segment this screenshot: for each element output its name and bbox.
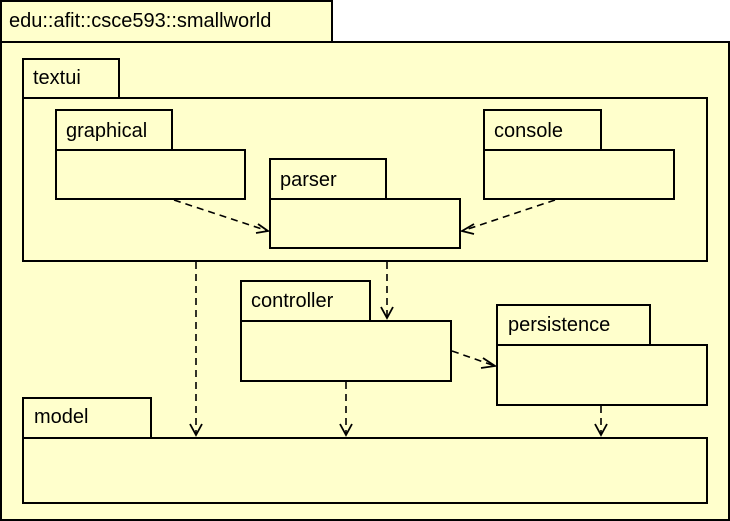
controller-package-body	[240, 320, 452, 382]
model-package-body	[22, 437, 708, 504]
arrow-graphical-to-parser	[173, 199, 271, 234]
textui-package-tab	[22, 58, 120, 99]
console-package-body	[483, 149, 675, 200]
graphical-package-label: graphical	[66, 120, 148, 142]
model-package-tab	[22, 397, 152, 439]
console-package-label: console	[494, 120, 563, 142]
arrow-textui-to-controller	[380, 262, 394, 320]
parser-package-label: parser	[280, 169, 337, 191]
arrow-textui-to-model	[189, 262, 203, 437]
arrow-console-to-parser	[459, 199, 556, 235]
persistence-package-tab	[496, 304, 651, 346]
textui-package-label: textui	[33, 67, 81, 89]
persistence-package-label: persistence	[508, 314, 611, 336]
arrow-persistence-to-model	[594, 406, 608, 437]
model-package-label: model	[34, 406, 89, 428]
parser-package-body	[269, 198, 461, 249]
graphical-package-body	[55, 149, 246, 200]
root-package-label: edu::afit::csce593::smallworld	[9, 10, 272, 32]
arrow-controller-to-model	[339, 382, 353, 437]
controller-package-label: controller	[251, 290, 334, 312]
arrow-controller-to-persistence	[451, 350, 498, 369]
persistence-package-body	[496, 344, 708, 406]
